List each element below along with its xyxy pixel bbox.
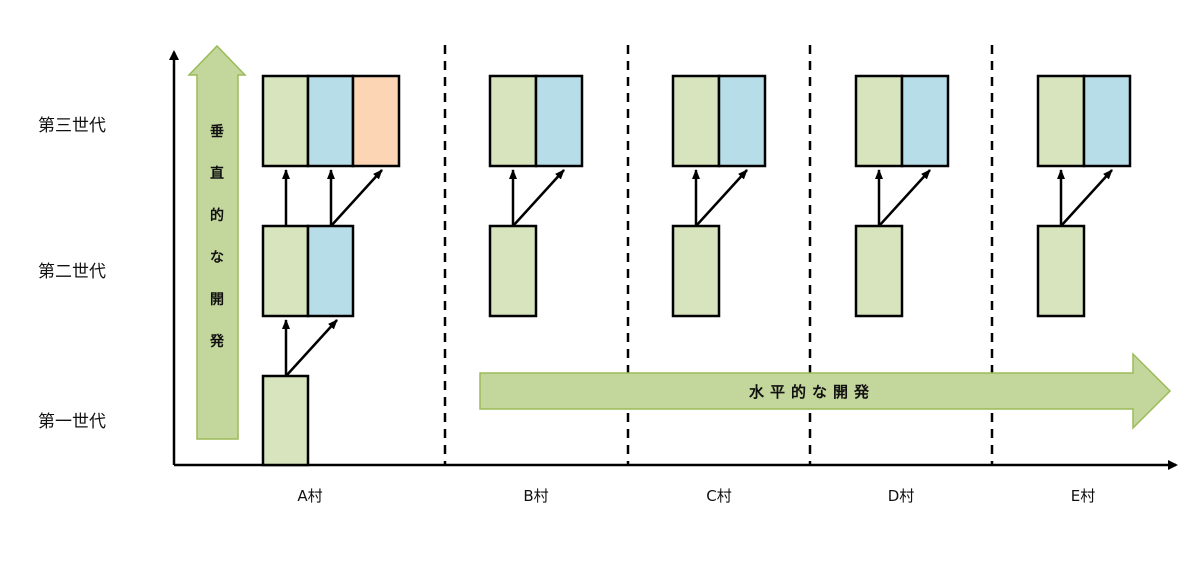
generation-label-2: 第二世代 — [38, 262, 106, 282]
horizontal-arrow-label: 水平的な開発 — [749, 383, 875, 401]
village-c-gen2-box — [671, 224, 721, 318]
village-e-gen2-box — [1036, 224, 1086, 318]
village-a-gen2-box-green — [261, 224, 310, 318]
village-a-gen3-box-blue — [306, 74, 355, 168]
village-label-c: C村 — [706, 487, 731, 505]
vertical-arrow-char-2: 直 — [210, 165, 224, 182]
village-a-gen3-box-orange — [351, 74, 401, 168]
horizontal-arrow-shape — [479, 352, 1172, 430]
village-label-b: B村 — [523, 487, 548, 505]
vertical-arrow-char-3: 的 — [210, 207, 224, 224]
village-d-arrow-diag — [878, 169, 931, 227]
village-b — [488, 74, 584, 318]
village-c — [671, 74, 767, 318]
vertical-arrow-shape — [187, 44, 247, 440]
village-b-gen3-box-blue — [534, 74, 584, 168]
village-e-gen3-box-green — [1036, 74, 1086, 168]
village-a-arrow-2-diag — [330, 169, 383, 227]
village-e — [1036, 74, 1132, 318]
village-d-gen2-box — [854, 224, 904, 318]
horizontal-development-arrow: 水平的な開発 — [479, 352, 1172, 430]
village-e-gen3-box-blue — [1082, 74, 1132, 168]
vertical-arrow-char-5: 開 — [210, 292, 224, 308]
vertical-arrow-char-4: な — [210, 250, 224, 266]
village-a-gen1-box — [261, 374, 310, 467]
village-a-gen2-box-blue — [306, 224, 355, 318]
generation-label-1: 第一世代 — [38, 412, 106, 432]
vertical-development-arrow: 垂 直 的 な 開 発 — [187, 44, 247, 440]
village-c-gen3-box-blue — [717, 74, 767, 168]
village-b-gen3-box-green — [488, 74, 538, 168]
vertical-arrow-char-1: 垂 — [210, 123, 224, 140]
village-label-d: D村 — [888, 487, 915, 505]
village-d-gen3-box-green — [854, 74, 904, 168]
village-c-gen3-box-green — [671, 74, 721, 168]
vertical-arrow-char-6: 発 — [209, 333, 225, 350]
village-d — [854, 74, 950, 318]
village-a — [261, 74, 401, 467]
village-b-gen2-box — [488, 224, 538, 318]
generation-label-3: 第三世代 — [38, 116, 106, 136]
village-e-arrow-diag — [1060, 169, 1113, 227]
village-label-a: A村 — [297, 487, 322, 505]
village-d-gen3-box-blue — [900, 74, 950, 168]
village-separators — [443, 45, 994, 465]
village-c-arrow-diag — [695, 169, 748, 227]
village-label-e: E村 — [1071, 487, 1095, 505]
village-b-arrow-diag — [512, 169, 565, 227]
village-a-gen3-box-green — [261, 74, 310, 168]
village-a-arrow-1-diag — [285, 319, 338, 377]
